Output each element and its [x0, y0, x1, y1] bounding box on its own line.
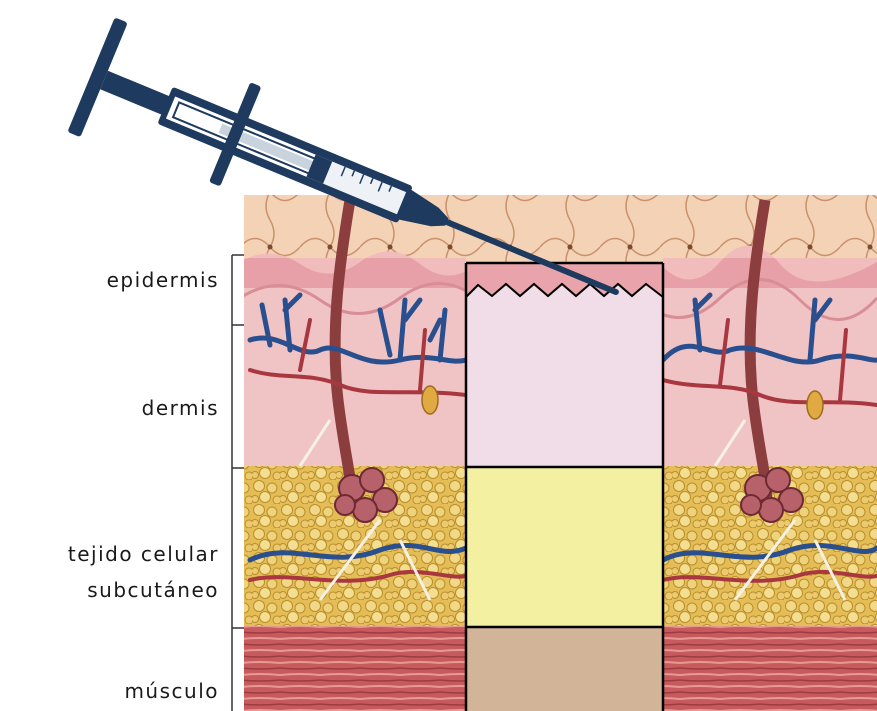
- label-epidermis: epidermis: [107, 266, 219, 294]
- schematic-muscle: [466, 627, 663, 711]
- schematic-layer-block: [466, 263, 663, 711]
- schematic-dermis: [466, 305, 663, 467]
- label-subcutaneous-line2: subcutáneo: [87, 576, 219, 604]
- schematic-subcutaneous: [466, 467, 663, 627]
- label-muscle: músculo: [124, 677, 219, 705]
- label-dermis: dermis: [142, 394, 219, 422]
- skin-surface-strip: [466, 195, 663, 263]
- label-subcutaneous-line1: tejido celular: [68, 540, 219, 568]
